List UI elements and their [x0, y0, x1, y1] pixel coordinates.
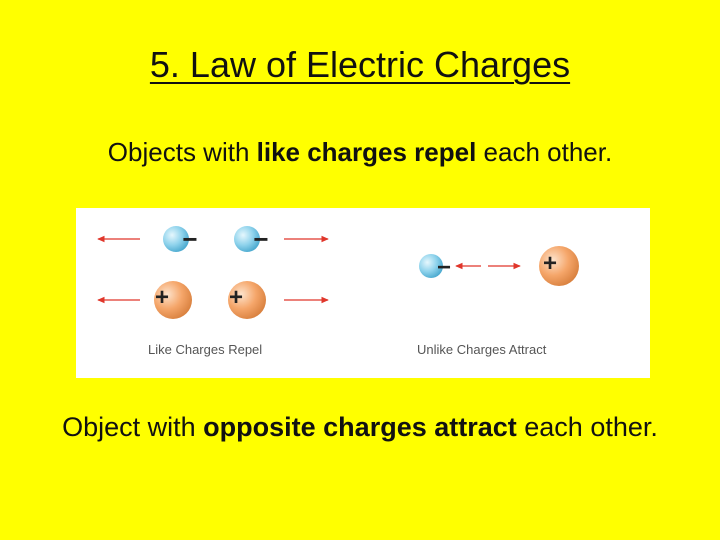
- charges-diagram-svg: − − + + − + Like Charges Repel Unlike Ch…: [97, 224, 579, 357]
- positive-charge-2: [228, 281, 266, 319]
- negative-sign: −: [253, 224, 268, 254]
- positive-sign: +: [229, 284, 243, 311]
- positive-sign: +: [155, 284, 169, 311]
- statement-text: each other.: [476, 137, 613, 167]
- unlike-charges-caption: Unlike Charges Attract: [417, 342, 547, 357]
- negative-charge-3: [419, 254, 443, 278]
- like-charges-statement: Objects with like charges repel each oth…: [0, 137, 720, 168]
- statement-text: each other.: [516, 412, 658, 442]
- negative-sign: −: [437, 254, 451, 281]
- negative-charge-2: [234, 226, 260, 252]
- positive-sign: +: [543, 250, 557, 277]
- opposite-charges-statement: Object with opposite charges attract eac…: [0, 412, 720, 443]
- statement-text: Objects with: [107, 137, 257, 167]
- positive-charge-3: [539, 246, 579, 286]
- like-charges-caption: Like Charges Repel: [148, 342, 262, 357]
- negative-charge-1: [163, 226, 189, 252]
- slide-title: 5. Law of Electric Charges: [149, 44, 571, 85]
- positive-charge-1: [154, 281, 192, 319]
- statement-emphasis: opposite charges attract: [203, 412, 517, 442]
- negative-sign: −: [182, 224, 197, 254]
- charges-diagram: − − + + − + Like Charges Repel Unlike Ch…: [76, 208, 650, 378]
- statement-emphasis: like charges repel: [256, 137, 477, 167]
- statement-text: Object with: [62, 412, 204, 442]
